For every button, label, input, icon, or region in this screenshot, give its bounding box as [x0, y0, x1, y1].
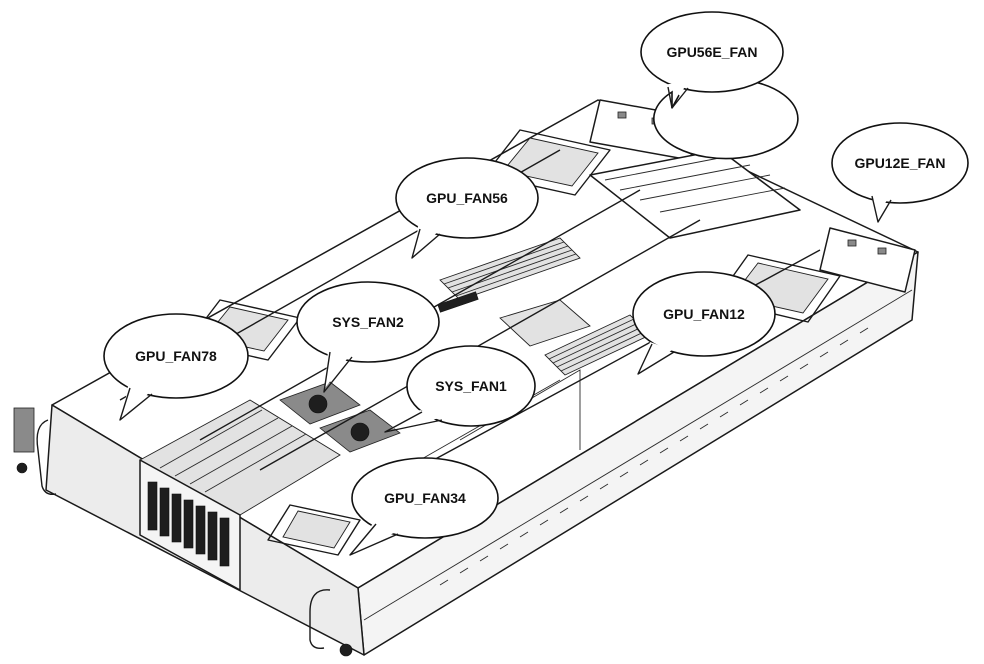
left-handle: [36, 419, 57, 496]
callout-label-gpu-fan78: GPU_FAN78: [135, 348, 217, 364]
callout-sys-fan1: SYS_FAN1: [384, 345, 536, 433]
right-handle: [309, 589, 331, 650]
callout-gpu-fan78: GPU_FAN78: [103, 313, 249, 421]
callout-label-gpu-fan12: GPU_FAN12: [663, 306, 745, 322]
gpu-fan-frame-34: [267, 504, 361, 556]
callout-gpu56e: GPU56E_FAN: [640, 11, 799, 160]
cpu-socket: [499, 299, 591, 347]
motherboard: [119, 149, 821, 501]
left-foot: [16, 462, 28, 474]
callout-sys-fan2: SYS_FAN2: [296, 281, 440, 393]
callout-label-gpu56e: GPU56E_FAN: [666, 44, 757, 60]
callout-gpu-fan12: GPU_FAN12: [632, 271, 776, 375]
drive-bays: [147, 481, 230, 567]
drive-cage: [139, 399, 341, 591]
callout-label-gpu-fan56: GPU_FAN56: [426, 190, 508, 206]
gpu-fan-frame-56: [484, 129, 611, 196]
callout-gpu-fan34: GPU_FAN34: [349, 457, 499, 556]
pcie-risers: [589, 149, 801, 239]
callout-gpu12e: GPU12E_FAN: [831, 122, 969, 223]
callout-gpu-fan56: GPU_FAN56: [395, 157, 539, 259]
gpu12e-fan-housing: [819, 227, 916, 293]
system-fan-cluster: [279, 381, 401, 453]
left-latch: [13, 407, 35, 453]
callout-label-sys-fan1: SYS_FAN1: [435, 378, 507, 394]
right-foot: [339, 643, 353, 657]
callout-label-gpu12e: GPU12E_FAN: [854, 155, 945, 171]
side-vents: [363, 289, 913, 621]
callout-label-sys-fan2: SYS_FAN2: [332, 314, 404, 330]
callout-label-gpu-fan34: GPU_FAN34: [384, 490, 466, 506]
